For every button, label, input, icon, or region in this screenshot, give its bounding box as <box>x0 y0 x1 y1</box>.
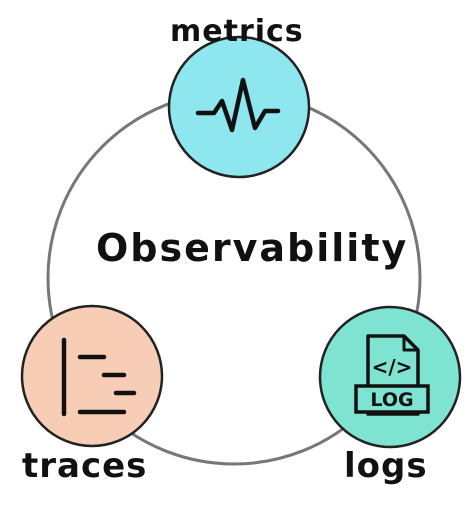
metrics-label: metrics <box>170 14 304 49</box>
metrics-node <box>167 35 311 179</box>
logs-node: LOG </> <box>318 305 462 449</box>
trace-spans-icon <box>61 337 137 417</box>
observability-title: Observability <box>96 226 409 270</box>
traces-node <box>20 304 164 448</box>
logs-label: logs <box>344 446 428 486</box>
log-file-icon: LOG </> <box>354 334 430 416</box>
log-badge-text: LOG <box>370 389 413 411</box>
code-glyph: </> <box>372 355 413 379</box>
heartbeat-pulse-icon <box>195 77 281 133</box>
traces-label: traces <box>22 446 148 486</box>
traces-circle <box>20 304 164 448</box>
